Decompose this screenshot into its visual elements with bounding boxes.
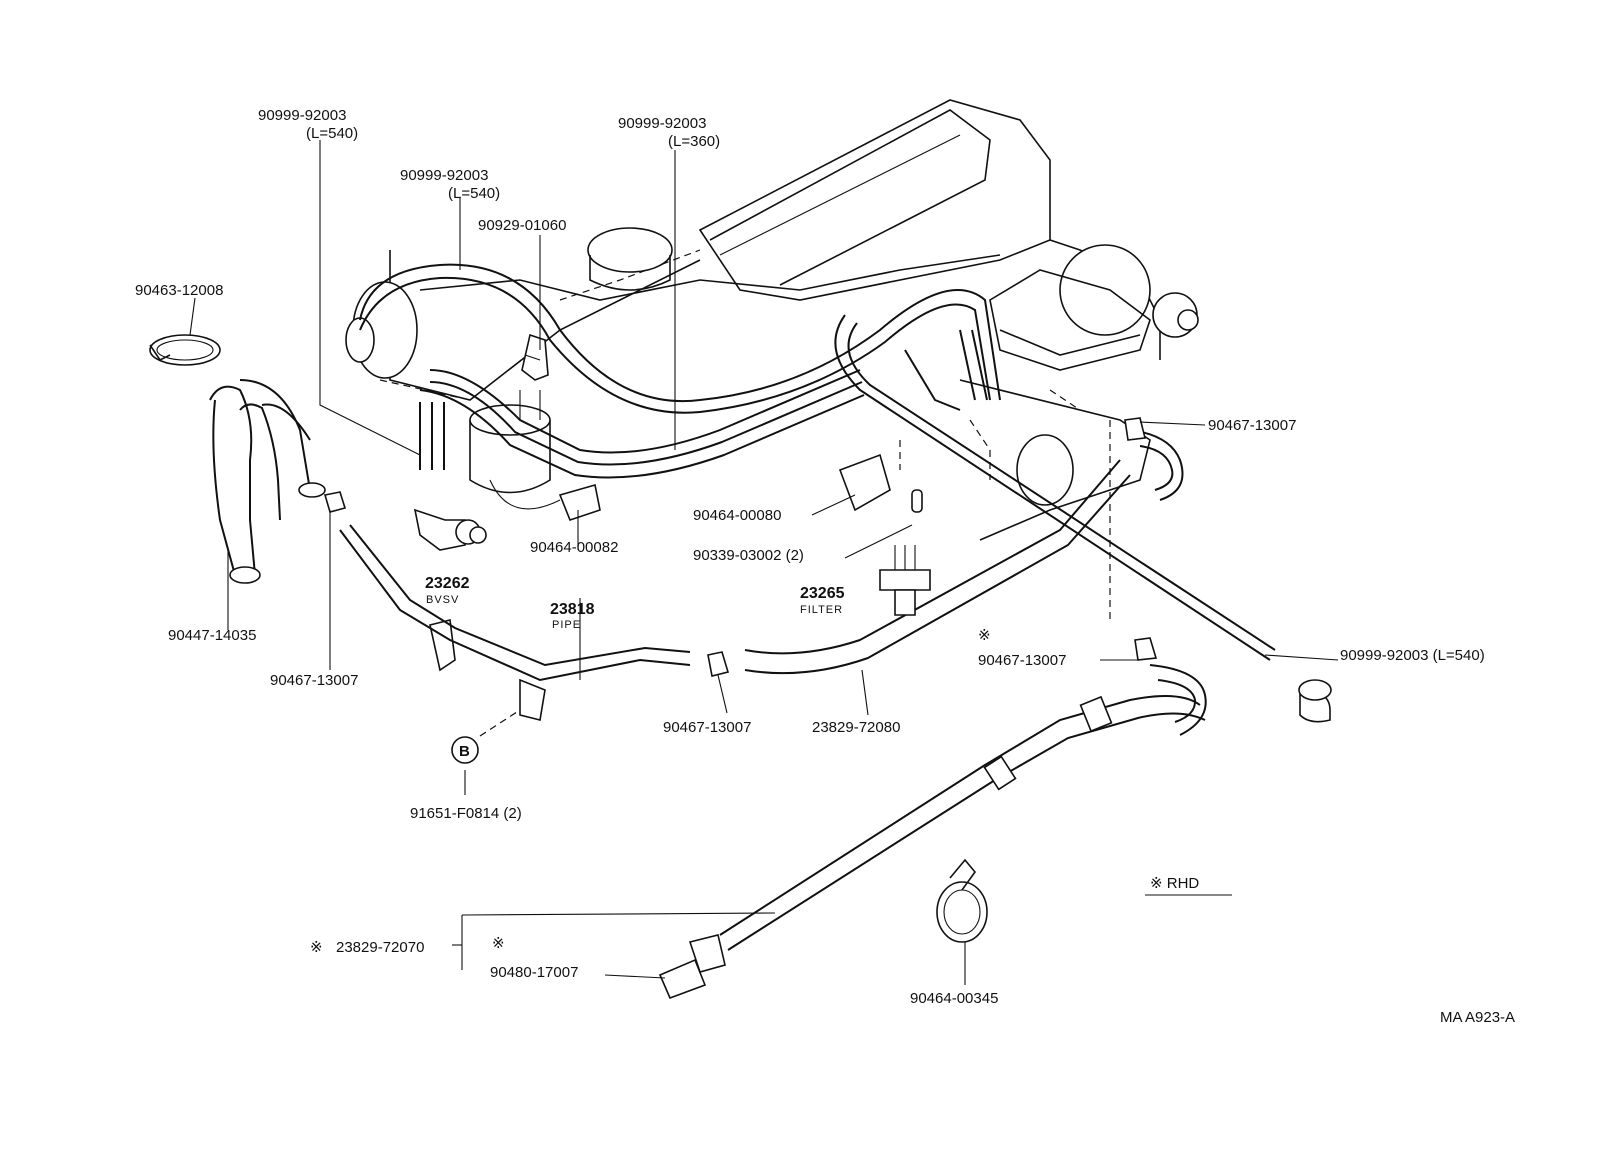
label-hose-540-b-length: (L=540) xyxy=(448,185,500,202)
label-clamp-90464-00082: 90464-00082 xyxy=(530,539,618,556)
label-pipe-name: PIPE xyxy=(552,619,581,631)
label-clip-90467-mid: 90467-13007 xyxy=(663,719,751,736)
engine-outline xyxy=(345,99,1199,620)
label-band-90463: 90463-12008 xyxy=(135,282,223,299)
bolt-marker-circle xyxy=(451,736,479,764)
label-filter-name: FILTER xyxy=(800,604,843,616)
label-hose-540-a-length: (L=540) xyxy=(306,125,358,142)
label-plug-90480: 90480-17007 xyxy=(490,964,578,981)
label-bvsv-number: 23262 xyxy=(425,575,470,592)
label-hose-540-b: 90999-92003 xyxy=(400,167,488,184)
part-labels: 90999-92003 (L=540) 90999-92003 (L=540) … xyxy=(135,107,1515,1026)
label-hose-23829-72080: 23829-72080 xyxy=(812,719,900,736)
figure-code: MA A923-A xyxy=(1440,1009,1515,1026)
label-hose-90447: 90447-14035 xyxy=(168,627,256,644)
label-clip-90467-left: 90467-13007 xyxy=(270,672,358,689)
label-clamp-90464-00345: 90464-00345 xyxy=(910,990,998,1007)
label-clip-90467-top-right: 90467-13007 xyxy=(1208,417,1296,434)
label-hose-360: 90999-92003 xyxy=(618,115,706,132)
label-hose-23829-72070: 23829-72070 xyxy=(336,939,424,956)
leader-lines xyxy=(189,140,1339,985)
rhd-mark-hose: ※ xyxy=(310,939,323,956)
vacuum-hoses xyxy=(209,263,1332,951)
label-hose-540-a: 90999-92003 xyxy=(258,107,346,124)
label-hose-540-c: 90999-92003 (L=540) xyxy=(1340,647,1485,664)
label-filter-number: 23265 xyxy=(800,585,845,602)
label-pipe-number: 23818 xyxy=(550,601,595,618)
label-bvsv-name: BVSV xyxy=(426,594,459,606)
rhd-mark-clip: ※ xyxy=(978,627,991,644)
label-bolt-91651: 91651-F0814 (2) xyxy=(410,805,522,822)
label-hose-360-length: (L=360) xyxy=(668,133,720,150)
rhd-mark-plug: ※ xyxy=(492,935,505,952)
label-plug-90339: 90339-03002 (2) xyxy=(693,547,804,564)
bolt-marker-letter: B xyxy=(459,743,470,760)
label-clamp-90464-00080: 90464-00080 xyxy=(693,507,781,524)
label-clip-90929: 90929-01060 xyxy=(478,217,566,234)
label-clip-90467-right: 90467-13007 xyxy=(978,652,1066,669)
legend-rhd: ※ RHD xyxy=(1150,875,1199,892)
